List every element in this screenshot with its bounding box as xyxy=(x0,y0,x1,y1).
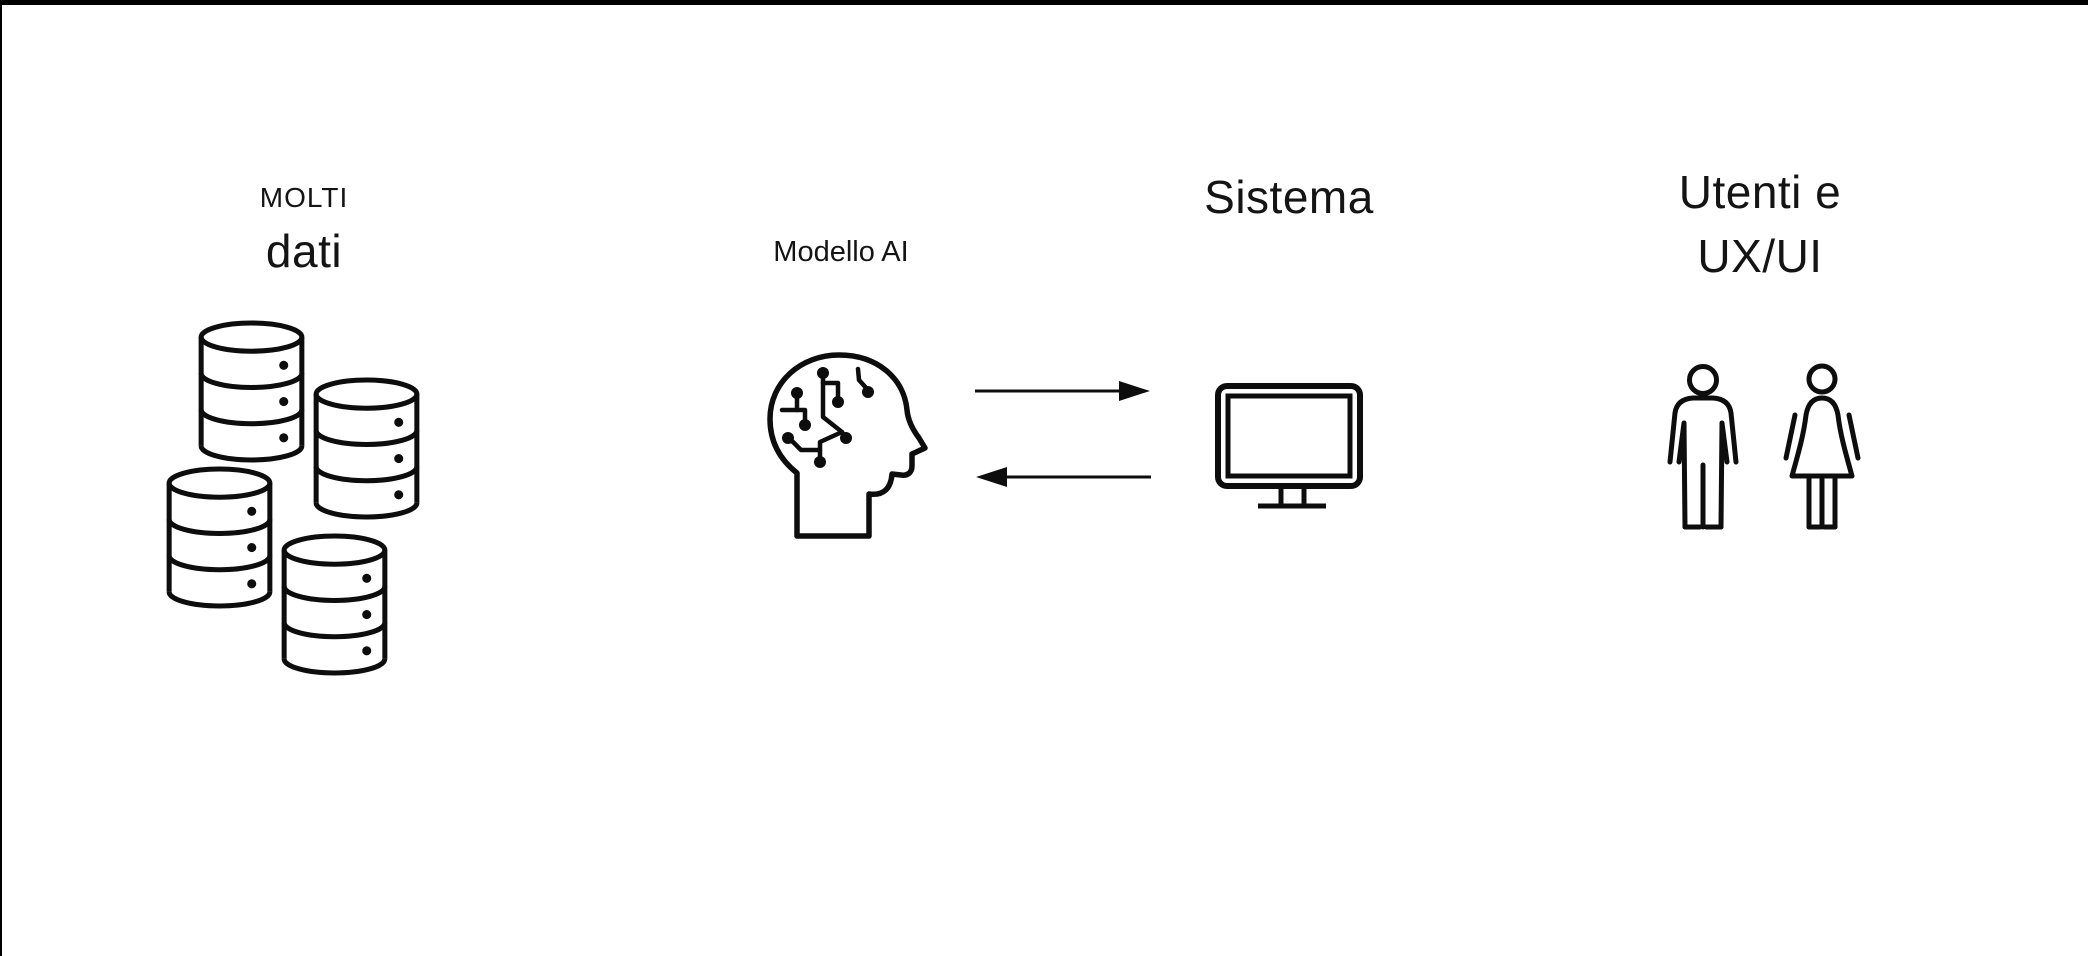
users-node-title: Utenti e UX/UI xyxy=(1635,160,1885,288)
arrow-right-icon xyxy=(973,378,1153,404)
users-node-title-line1: Utenti e xyxy=(1678,166,1842,218)
arrow-left-icon xyxy=(973,464,1153,490)
data-node-title: dati xyxy=(265,225,343,277)
database-icon xyxy=(198,320,305,463)
database-icon xyxy=(166,466,273,609)
woman-icon xyxy=(1782,363,1862,533)
database-icon xyxy=(313,377,420,520)
monitor-icon xyxy=(1214,382,1364,512)
ai-head-circuit-icon xyxy=(765,350,930,545)
man-icon xyxy=(1663,363,1743,533)
frame-border-left xyxy=(0,0,2,956)
database-icon xyxy=(281,533,388,676)
model-node-title: Modello AI xyxy=(773,236,909,268)
system-node-title: Sistema xyxy=(1204,171,1374,223)
frame-border-top xyxy=(0,0,2088,5)
users-node-title-line2: UX/UI xyxy=(1697,230,1823,282)
data-node-tag: MOLTI xyxy=(259,182,349,213)
